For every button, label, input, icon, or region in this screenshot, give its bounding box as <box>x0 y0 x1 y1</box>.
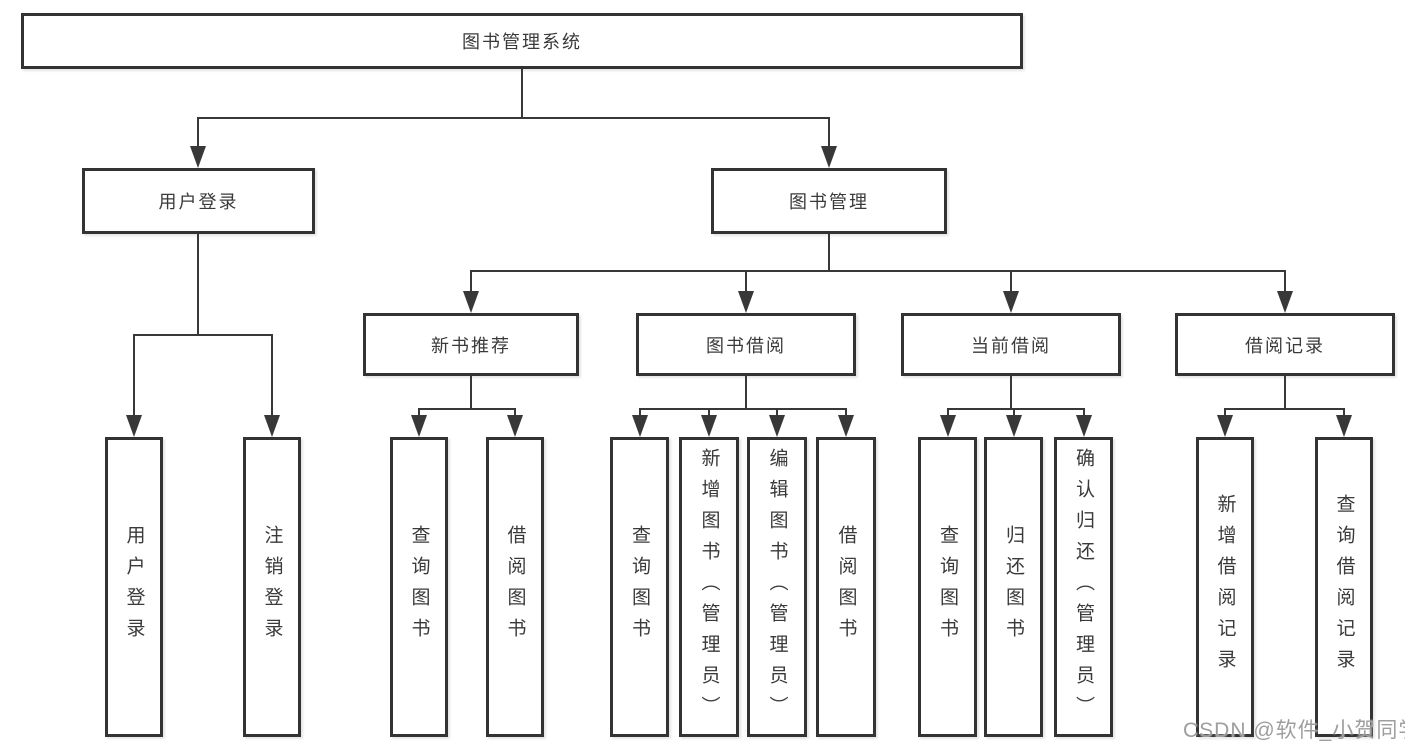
node-library-management-system: 图书管理系统 <box>21 13 1023 69</box>
arrowhead <box>940 415 956 437</box>
connector-line <box>418 408 516 410</box>
node-label: 图书管理 <box>789 192 869 212</box>
leaf-label: 查询图书 <box>629 525 650 649</box>
connector-line <box>470 270 1286 272</box>
leaf-label: 查询图书 <box>408 525 430 649</box>
leaf-label: 归还图书 <box>1003 525 1024 649</box>
connector-line <box>1224 408 1226 420</box>
connector-line <box>947 408 949 420</box>
connector-line <box>514 408 516 420</box>
connector-line <box>1010 270 1012 296</box>
connector-line <box>1224 408 1345 410</box>
arrowhead <box>507 415 523 437</box>
arrowhead <box>1277 291 1293 313</box>
leaf-user-login: 用户登录 <box>105 437 163 737</box>
connector-line <box>947 408 1085 410</box>
connector-line <box>828 117 830 151</box>
connector-line <box>745 376 747 410</box>
node-user-login: 用户登录 <box>82 168 315 234</box>
leaf-label: 注销登录 <box>261 525 283 649</box>
connector-line <box>470 270 472 296</box>
arrowhead <box>769 415 785 437</box>
leaf-label: 编辑图书（管理员） <box>766 447 788 727</box>
leaf-borrow-books-1: 借阅图书 <box>486 437 544 737</box>
leaf-add-book-admin: 新增图书（管理员） <box>679 437 739 737</box>
leaf-query-borrow-record: 查询借阅记录 <box>1315 437 1373 737</box>
leaf-add-borrow-record: 新增借阅记录 <box>1196 437 1254 737</box>
leaf-label: 借阅图书 <box>835 525 857 649</box>
leaf-query-books-3: 查询图书 <box>918 437 977 737</box>
arrowhead <box>738 291 754 313</box>
leaf-label: 借阅图书 <box>504 525 526 649</box>
connector-line <box>133 334 273 336</box>
arrowhead <box>701 415 717 437</box>
connector-line <box>1284 376 1286 410</box>
csdn-watermark: CSDN @软件_小贺同学 <box>1183 719 1405 742</box>
arrowhead <box>411 415 427 437</box>
arrowhead <box>1003 291 1019 313</box>
connector-line <box>271 334 273 420</box>
leaf-return-book: 归还图书 <box>984 437 1043 737</box>
arrowhead <box>1076 415 1092 437</box>
connector-line <box>828 234 830 272</box>
arrowhead <box>1217 415 1233 437</box>
connector-line <box>1284 270 1286 296</box>
leaf-label: 确认归还（管理员） <box>1073 447 1094 727</box>
leaf-query-books-2: 查询图书 <box>610 437 669 737</box>
connector-line <box>1343 408 1345 420</box>
node-label: 新书推荐 <box>431 335 511 356</box>
connector-line <box>639 408 641 420</box>
node-book-management: 图书管理 <box>711 168 947 234</box>
connector-line <box>776 408 778 420</box>
connector-line <box>1083 408 1085 420</box>
connector-line <box>197 117 830 119</box>
connector-line <box>133 334 135 420</box>
leaf-query-books-1: 查询图书 <box>390 437 448 737</box>
connector-line <box>197 117 199 151</box>
node-book-borrow: 图书借阅 <box>636 313 856 376</box>
leaf-logout: 注销登录 <box>243 437 301 737</box>
connector-line <box>845 408 847 420</box>
connector-line <box>708 408 710 420</box>
arrowhead <box>821 146 837 168</box>
node-label: 图书管理系统 <box>462 32 582 52</box>
connector-line <box>1010 376 1012 410</box>
node-label: 借阅记录 <box>1245 335 1325 356</box>
leaf-borrow-books-2: 借阅图书 <box>816 437 876 737</box>
node-current-borrow: 当前借阅 <box>901 313 1121 376</box>
arrowhead <box>264 415 280 437</box>
node-borrow-records: 借阅记录 <box>1175 313 1395 376</box>
node-label: 当前借阅 <box>971 335 1051 356</box>
connector-line <box>521 69 523 119</box>
leaf-label: 用户登录 <box>123 525 145 649</box>
arrowhead <box>126 415 142 437</box>
arrowhead <box>463 291 479 313</box>
connector-line <box>470 376 472 410</box>
node-label: 用户登录 <box>158 192 239 212</box>
connector-line <box>745 270 747 296</box>
arrowhead <box>1006 415 1022 437</box>
arrowhead <box>190 146 206 168</box>
arrowhead <box>838 415 854 437</box>
connector-line <box>1013 408 1015 420</box>
arrowhead <box>1336 415 1352 437</box>
leaf-label: 查询图书 <box>937 525 958 649</box>
connector-line <box>418 408 420 420</box>
leaf-label: 新增借阅记录 <box>1214 494 1236 680</box>
node-new-book-recommend: 新书推荐 <box>363 313 579 376</box>
leaf-confirm-return-admin: 确认归还（管理员） <box>1054 437 1113 737</box>
leaf-label: 查询借阅记录 <box>1333 494 1355 680</box>
connector-line <box>197 234 199 336</box>
node-label: 图书借阅 <box>706 335 786 356</box>
leaf-edit-book-admin: 编辑图书（管理员） <box>747 437 807 737</box>
arrowhead <box>632 415 648 437</box>
connector-line <box>639 408 847 410</box>
leaf-label: 新增图书（管理员） <box>698 447 720 727</box>
